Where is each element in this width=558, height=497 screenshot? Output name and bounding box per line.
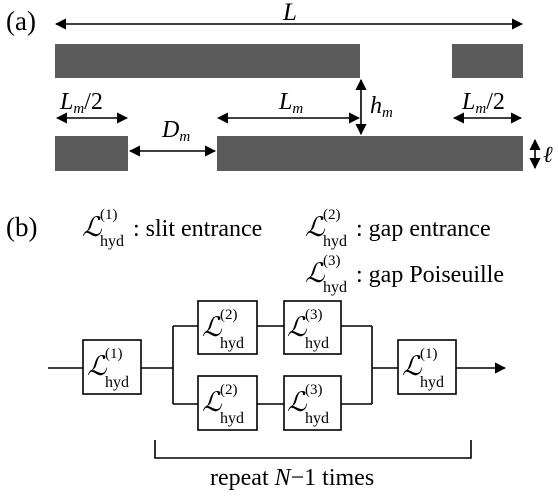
panel-a-label: (a) (6, 6, 36, 36)
resistance-box-slit-entrance-out: ℒ (1) hyd (397, 339, 457, 395)
svg-text:hyd: hyd (100, 233, 124, 250)
legend-item-slit-entrance: ℒ (1) hyd : slit entrance (82, 207, 262, 250)
legend-item-gap-entrance: ℒ (2) hyd : gap entrance (305, 207, 491, 250)
wall-thickness-label: ℓ (543, 142, 553, 167)
svg-text:hyd: hyd (323, 279, 347, 296)
bottom-wall-right (217, 136, 523, 171)
resistance-box-gap-entrance-upper: ℒ (2) hyd (197, 300, 258, 355)
svg-text:ℒ: ℒ (202, 387, 222, 417)
svg-text:hyd: hyd (220, 335, 244, 352)
resistance-box-gap-poiseuille-lower: ℒ (3) hyd (283, 375, 342, 431)
gap-height-label: hm (370, 93, 393, 121)
svg-text:ℒ: ℒ (305, 258, 325, 288)
top-wall-right (452, 44, 523, 78)
svg-text:ℒ: ℒ (87, 351, 107, 381)
gap-length-label: Lm (278, 89, 303, 117)
svg-text:(3): (3) (305, 307, 323, 323)
svg-text:(2): (2) (323, 207, 341, 223)
svg-text:(3): (3) (323, 253, 341, 269)
svg-text:ℒ: ℒ (82, 212, 102, 242)
gap-spacing-label: Dm (161, 117, 190, 145)
svg-text:hyd: hyd (305, 410, 329, 427)
bottom-wall-left (55, 136, 128, 171)
legend-item-gap-poiseuille: ℒ (3) hyd : gap Poiseuille (305, 253, 504, 296)
resistance-box-slit-entrance-in: ℒ (1) hyd (82, 339, 142, 395)
repeat-label: repeat N−1 times (210, 465, 374, 491)
svg-text:(1): (1) (105, 346, 123, 362)
svg-text:hyd: hyd (323, 233, 347, 250)
svg-text:(3): (3) (305, 382, 323, 398)
repeat-bracket (154, 440, 472, 459)
svg-text:: gap entrance: : gap entrance (356, 216, 491, 242)
top-wall-left (55, 44, 360, 78)
half-gap-length-left-label: Lm/2 (59, 89, 103, 117)
svg-text:hyd: hyd (105, 374, 129, 391)
svg-text:ℒ: ℒ (402, 351, 422, 381)
total-length-label: L (282, 0, 297, 26)
svg-text:ℒ: ℒ (287, 387, 307, 417)
panel-b-label: (b) (6, 212, 37, 242)
svg-text:(1): (1) (100, 207, 118, 223)
svg-text:hyd: hyd (220, 410, 244, 427)
svg-text:ℒ: ℒ (287, 312, 307, 342)
svg-text:: slit entrance: : slit entrance (133, 216, 262, 242)
resistance-box-gap-entrance-lower: ℒ (2) hyd (197, 375, 258, 431)
resistance-box-gap-poiseuille-upper: ℒ (3) hyd (283, 300, 342, 355)
svg-text:ℒ: ℒ (305, 212, 325, 242)
svg-text:hyd: hyd (305, 335, 329, 352)
half-gap-length-right-label: Lm/2 (461, 89, 505, 117)
svg-text:(1): (1) (420, 346, 438, 362)
svg-text:ℒ: ℒ (202, 312, 222, 342)
svg-text:: gap Poiseuille: : gap Poiseuille (356, 262, 504, 288)
svg-text:(2): (2) (220, 382, 238, 398)
svg-text:hyd: hyd (420, 374, 444, 391)
svg-text:(2): (2) (220, 307, 238, 323)
